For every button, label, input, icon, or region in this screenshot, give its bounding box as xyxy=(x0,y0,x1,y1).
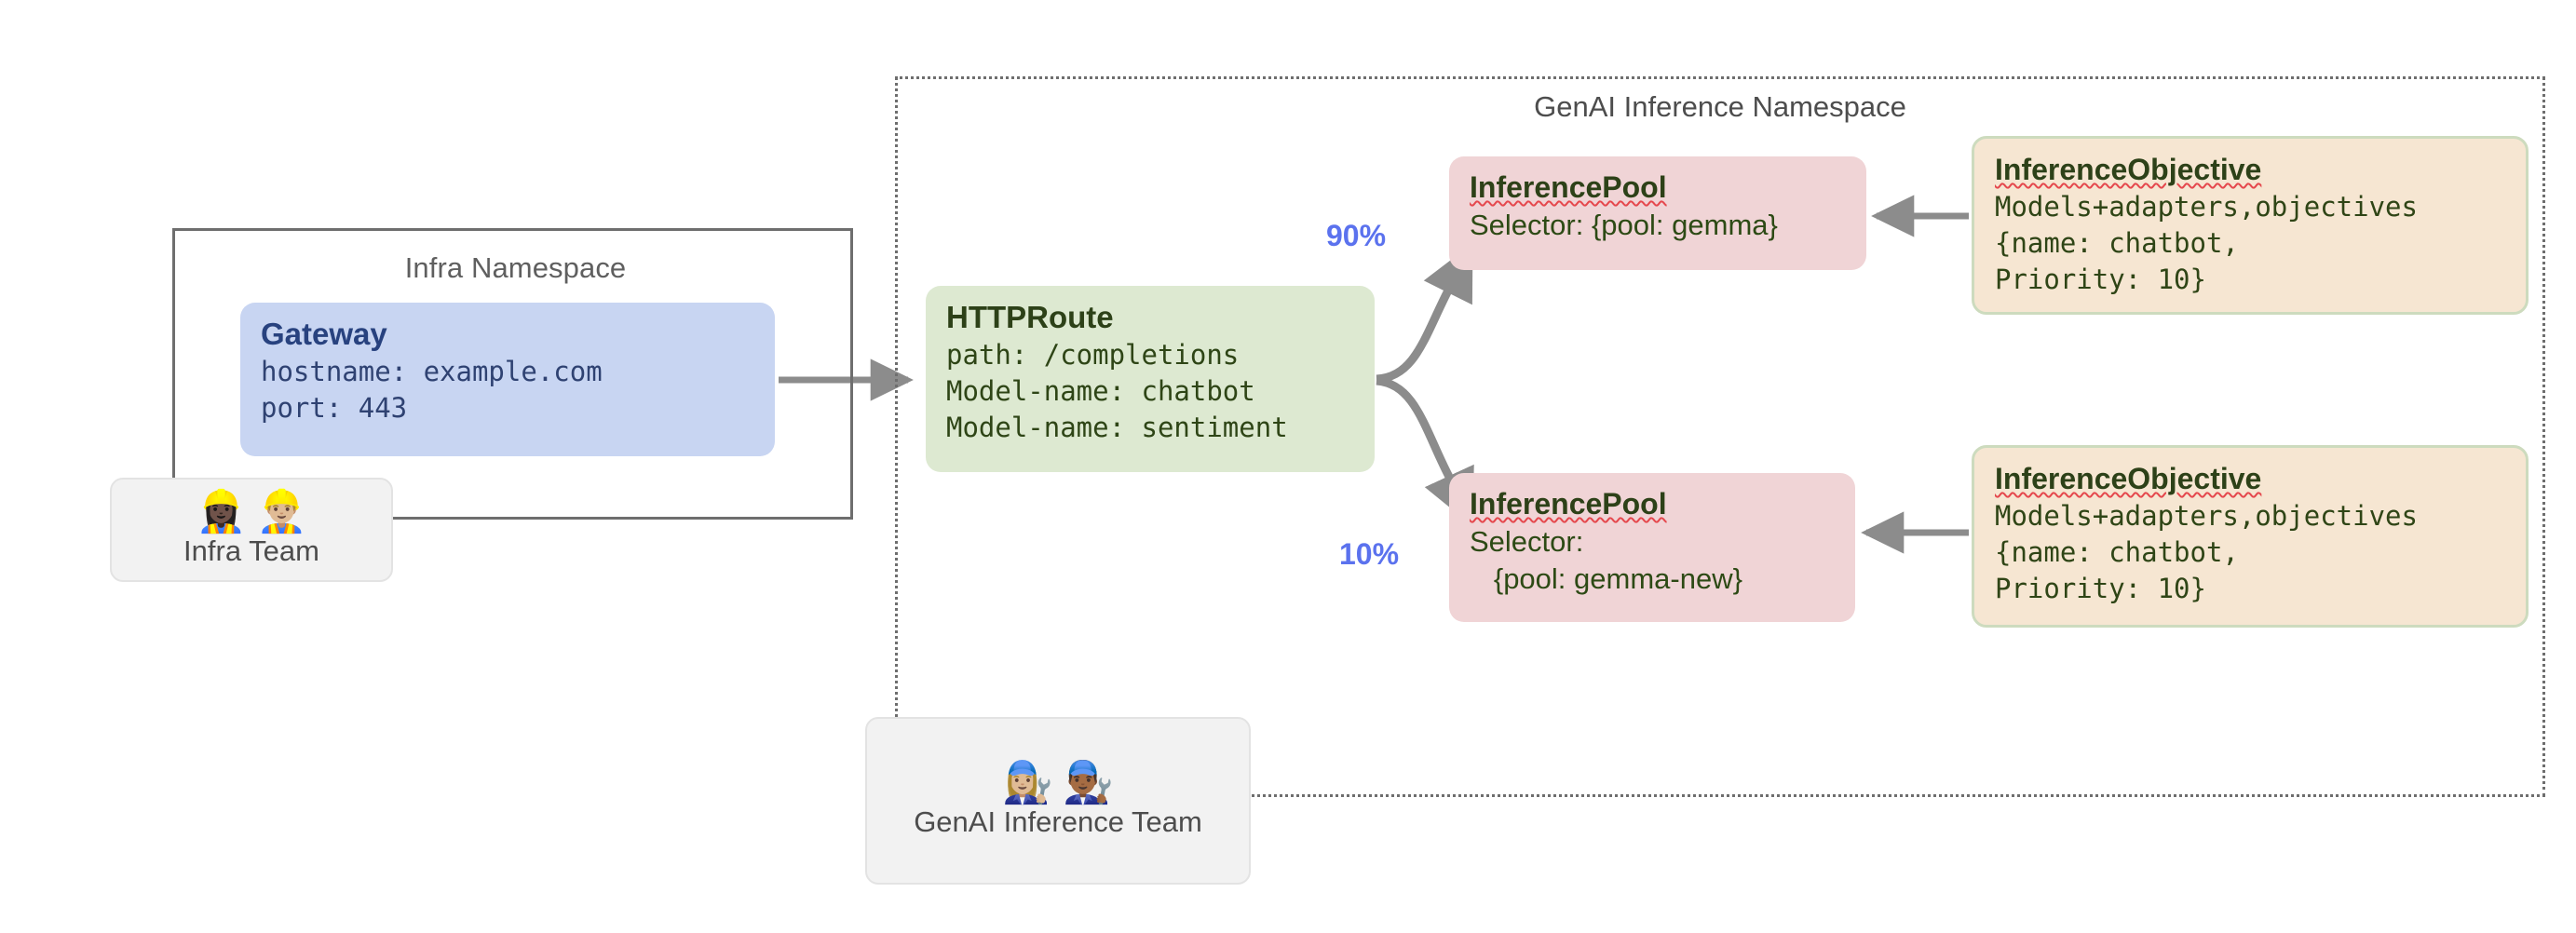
weight-label-90: 90% xyxy=(1326,219,1387,252)
namespace-genai-label: GenAI Inference Namespace xyxy=(1534,90,1906,123)
httproute-details: path: /completions Model-name: chatbot M… xyxy=(946,338,1288,444)
node-inferencepool-gemma[interactable]: InferencePool Selector: {pool: gemma} xyxy=(1449,156,1866,270)
inferencepool-gemma-title: InferencePool xyxy=(1470,170,1667,204)
inferenceobjective-bottom-title: InferenceObjective xyxy=(1995,462,2262,495)
namespace-genai xyxy=(895,76,2545,797)
node-inferenceobjective-bottom[interactable]: InferenceObjective Models+adapters,objec… xyxy=(1972,445,2529,628)
weight-label-10: 10% xyxy=(1339,537,1400,571)
gateway-details: hostname: example.com port: 443 xyxy=(261,355,603,425)
node-inferenceobjective-top[interactable]: InferenceObjective Models+adapters,objec… xyxy=(1972,136,2529,315)
inferenceobjective-top-details: Models+adapters,objectives {name: chatbo… xyxy=(1995,190,2418,295)
node-inferencepool-gemma-new[interactable]: InferencePool Selector: {pool: gemma-new… xyxy=(1449,473,1855,622)
namespace-infra-label: Infra Namespace xyxy=(404,251,627,284)
infra-team-label: Infra Team xyxy=(183,534,319,567)
genai-team-avatars: 👩🏼‍🔧👨🏾‍🔧 xyxy=(1002,760,1123,805)
inferenceobjective-bottom-details: Models+adapters,objectives {name: chatbo… xyxy=(1995,499,2418,604)
inferencepool-gemma-selector: Selector: {pool: gemma} xyxy=(1470,208,1778,241)
node-gateway[interactable]: Gateway hostname: example.com port: 443 xyxy=(240,303,775,456)
inferenceobjective-top-title: InferenceObjective xyxy=(1995,153,2262,186)
infra-team-avatars: 👷🏿‍♀️👷🏼‍♂️ xyxy=(196,489,317,534)
team-chip-infra[interactable]: 👷🏿‍♀️👷🏼‍♂️ Infra Team xyxy=(110,478,393,582)
team-chip-genai[interactable]: 👩🏼‍🔧👨🏾‍🔧 GenAI Inference Team xyxy=(865,717,1251,885)
inferencepool-gemma-new-title: InferencePool xyxy=(1470,487,1667,521)
namespace-infra: Infra Namespace xyxy=(172,228,853,520)
httproute-title: HTTPRoute xyxy=(946,300,1114,334)
node-httproute[interactable]: HTTPRoute path: /completions Model-name:… xyxy=(926,286,1375,472)
gateway-title: Gateway xyxy=(261,317,387,351)
inferencepool-gemma-new-selector: Selector: {pool: gemma-new} xyxy=(1470,524,1742,595)
genai-team-label: GenAI Inference Team xyxy=(914,805,1202,838)
